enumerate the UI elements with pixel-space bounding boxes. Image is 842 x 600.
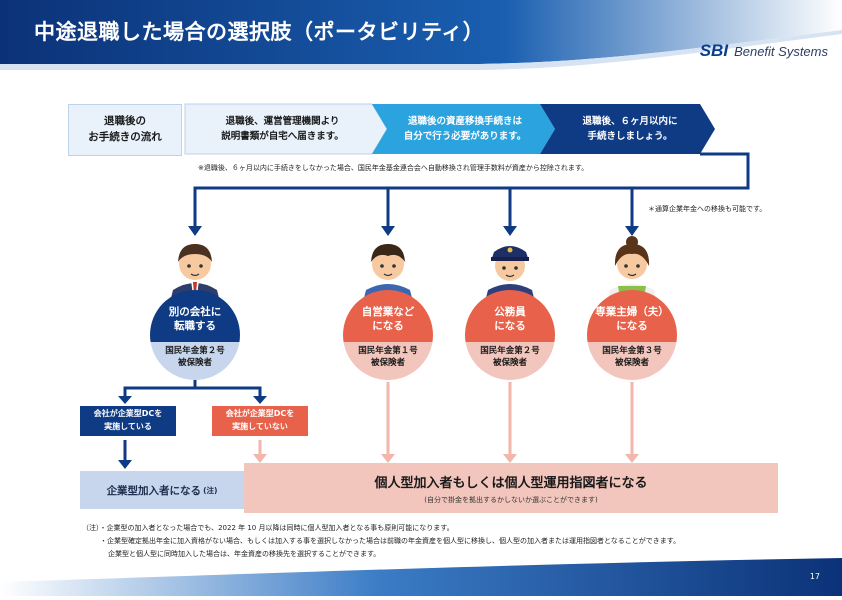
result-corporate-note-mark: (注) xyxy=(203,485,218,495)
flow-label: 退職後の お手続きの流れ xyxy=(68,104,182,156)
individual-arrows xyxy=(258,382,634,456)
side-note: ＊通算企業年金への移換も可能です。 xyxy=(648,205,767,213)
flow-step-2-shape xyxy=(372,104,555,154)
footer-band xyxy=(0,558,842,596)
flow-note: ※退職後、６ヶ月以内に手続きをしなかった場合、国民年金基金連合会へ自動移換され管… xyxy=(198,164,589,172)
dc-branch-lines xyxy=(123,378,262,462)
option-change-job: 別の会社に 転職する 国民年金第２号 被保険者 xyxy=(150,290,240,380)
footnote-1: （注）・企業型の加入者となった場合でも、2022 年 10 月以降は同時に個人型… xyxy=(82,524,454,532)
arrow-to-dc-not-implemented xyxy=(253,396,267,404)
flow-step-1-text: 退職後、運営管理機関より 説明書類が自宅へ届きます。 xyxy=(221,115,344,142)
page-number: 17 xyxy=(809,572,820,581)
company-logo: SBI Benefit Systems xyxy=(700,40,828,62)
result-individual-subtext: (自分で掛金を拠出するかしないか選ぶことができます) xyxy=(424,495,598,504)
arrow-to-corporate-result xyxy=(118,460,132,469)
logo-mark: SBI xyxy=(699,41,729,60)
result-individual: 個人型加入者もしくは個人型運用指図者になる (自分で掛金を拠出するかしないか選ぶ… xyxy=(244,463,778,513)
option-civil-servant: 公務員 になる 国民年金第２号 被保険者 xyxy=(465,290,555,380)
logo-text: Benefit Systems xyxy=(734,43,828,59)
flow-step-3-text: 退職後、６ヶ月以内に 手続きしましょう。 xyxy=(582,115,678,142)
person-avatar-homemaker xyxy=(608,236,656,298)
page-title: 中途退職した場合の選択肢（ポータビリティ） xyxy=(34,20,485,44)
footnote-3: 企業型と個人型に同時加入した場合は、年金資産の移換先を選択することができます。 xyxy=(108,550,381,558)
flow-arrowheads xyxy=(188,226,639,236)
header-band xyxy=(0,0,842,78)
result-corporate-text: 企業型加入者になる xyxy=(106,484,202,497)
result-corporate: 企業型加入者になる (注) xyxy=(80,471,244,509)
option-self-employed: 自営業など になる 国民年金第１号 被保険者 xyxy=(343,290,433,380)
flow-step-2-text: 退職後の資産移換手続きは 自分で行う必要があります。 xyxy=(403,115,527,142)
footnote-2: ・企業型確定拠出年金に加入資格がない場合、もしくは加入する事を選択しなかった場合… xyxy=(100,537,681,545)
dc-implemented-box: 会社が企業型DCを 実施している xyxy=(80,406,176,436)
arrow-to-dc-implemented xyxy=(118,396,132,404)
flow-connector xyxy=(193,152,750,228)
individual-arrowheads xyxy=(253,454,639,463)
flow-step-3-shape xyxy=(540,104,715,154)
dc-not-implemented-box: 会社が企業型DCを 実施していない xyxy=(212,406,308,436)
result-individual-text: 個人型加入者もしくは個人型運用指図者になる xyxy=(374,475,648,491)
option-homemaker: 専業主婦（夫） になる 国民年金第３号 被保険者 xyxy=(587,290,677,380)
